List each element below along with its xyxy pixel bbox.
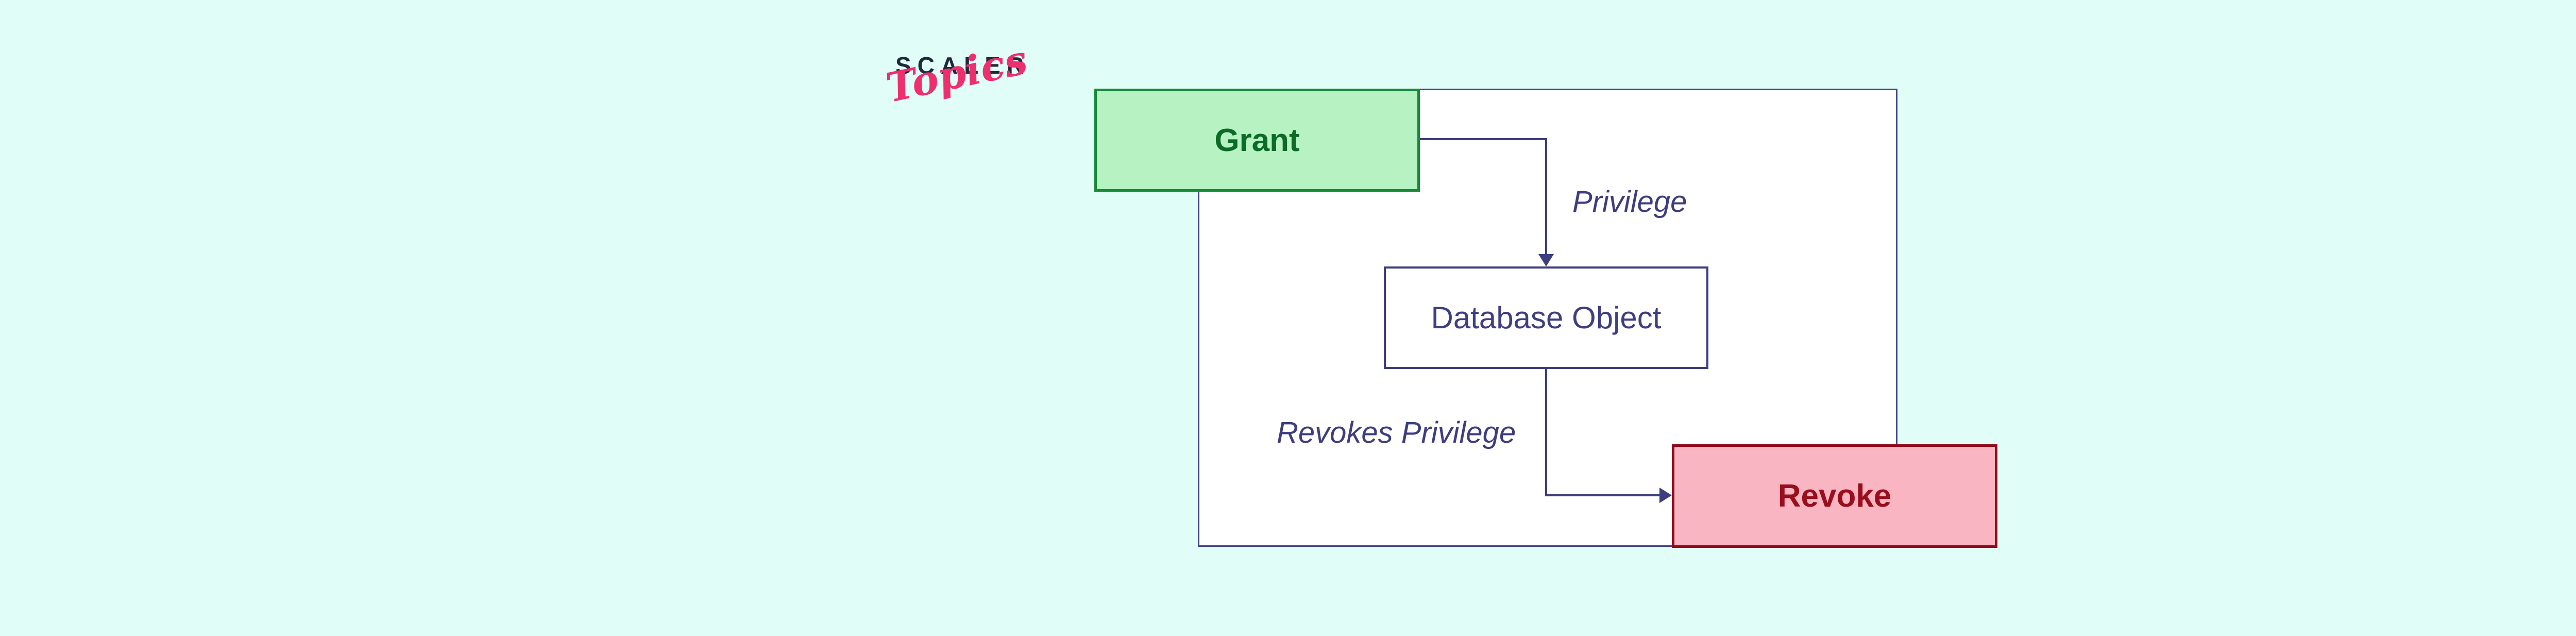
edge-db-to-revoke-vertical-line <box>1545 369 1547 496</box>
edge-grant-to-db-horizontal-line <box>1420 138 1547 140</box>
arrowhead-down-icon <box>1538 254 1554 266</box>
edge-label-revokes-privilege: Revokes Privilege <box>1277 416 1516 449</box>
arrowhead-right-icon <box>1659 488 1672 503</box>
node-database-object: Database Object <box>1384 266 1708 369</box>
edge-label-privilege: Privilege <box>1572 185 1687 219</box>
edge-grant-to-db-vertical-line <box>1545 138 1547 257</box>
scaler-logo-wordmark: SCALER <box>895 52 1030 79</box>
scaler-topics-logo-script: Topics <box>882 36 1032 112</box>
node-revoke: Revoke <box>1672 444 1997 548</box>
node-grant: Grant <box>1094 89 1420 192</box>
edge-db-to-revoke-horizontal-line <box>1545 494 1663 496</box>
